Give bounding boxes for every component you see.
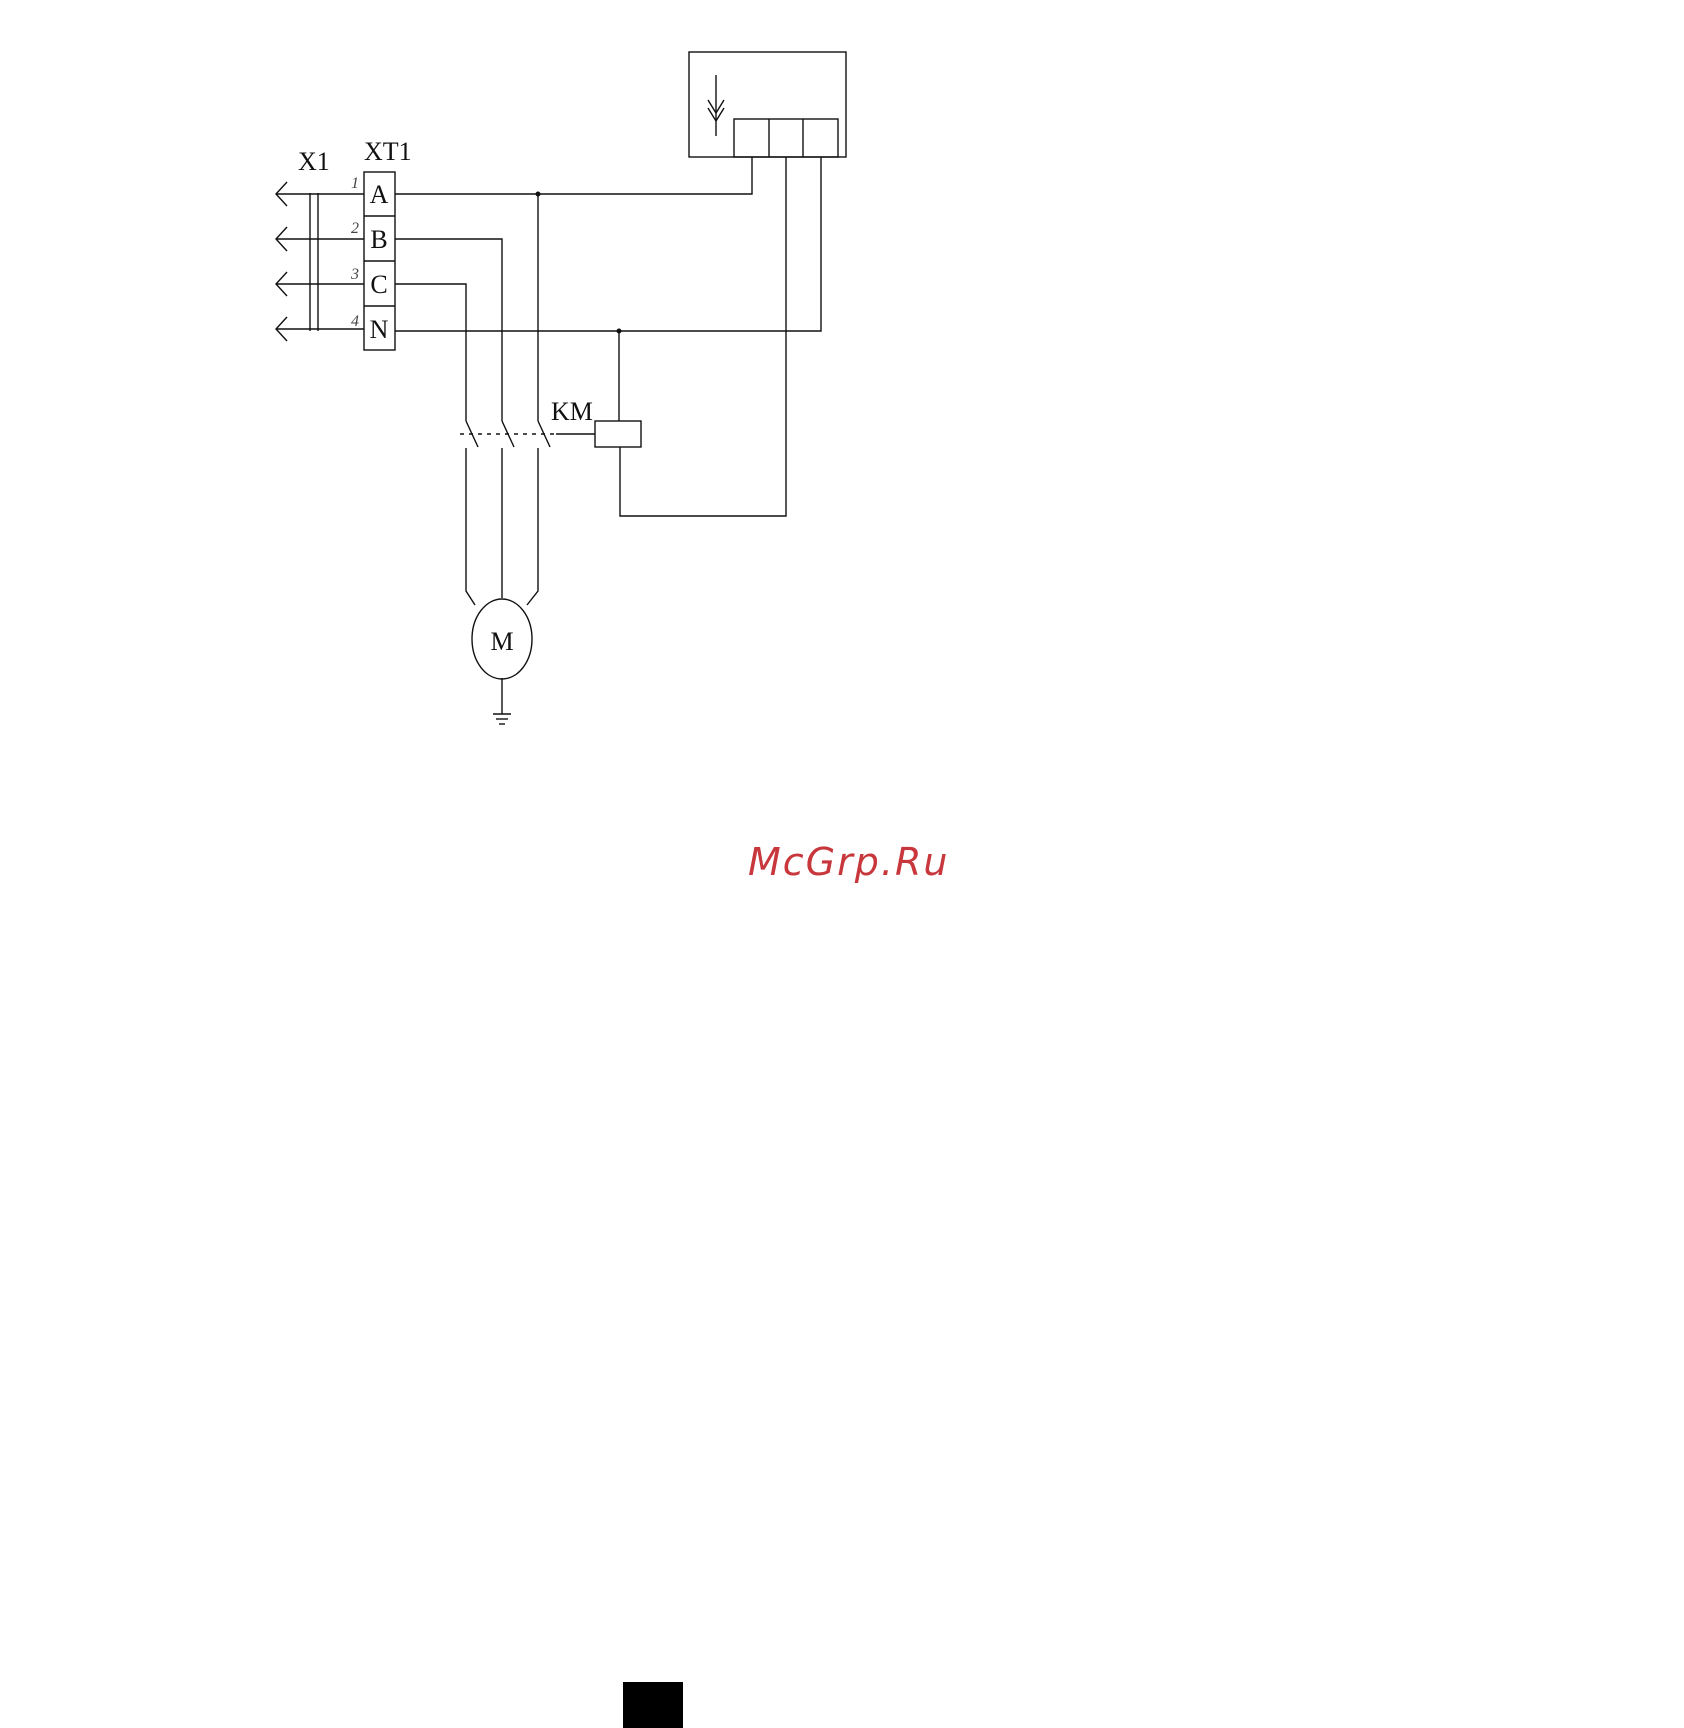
terminal-phase-b: B	[370, 225, 387, 254]
terminal-pin-3: 3	[350, 266, 359, 283]
antenna-icon	[708, 75, 724, 136]
controller-box	[689, 52, 846, 157]
terminal-phase-n: N	[370, 315, 389, 344]
arrow-icon	[276, 182, 287, 341]
terminal-phase-c: C	[370, 270, 387, 299]
terminal-phase-a: A	[370, 180, 389, 209]
terminal-pin-2: 2	[351, 220, 359, 237]
x1-label: X1	[298, 147, 330, 176]
wires	[395, 157, 821, 724]
km-label: KM	[551, 397, 593, 426]
terminal-pin-4: 4	[351, 313, 359, 330]
contactor-coil	[595, 421, 641, 447]
xt1-label: XT1	[364, 137, 412, 166]
motor-label: M	[490, 627, 513, 656]
terminal-pin-1: 1	[351, 175, 359, 192]
page-marker	[623, 1682, 683, 1728]
watermark: McGrp.Ru	[748, 840, 949, 884]
